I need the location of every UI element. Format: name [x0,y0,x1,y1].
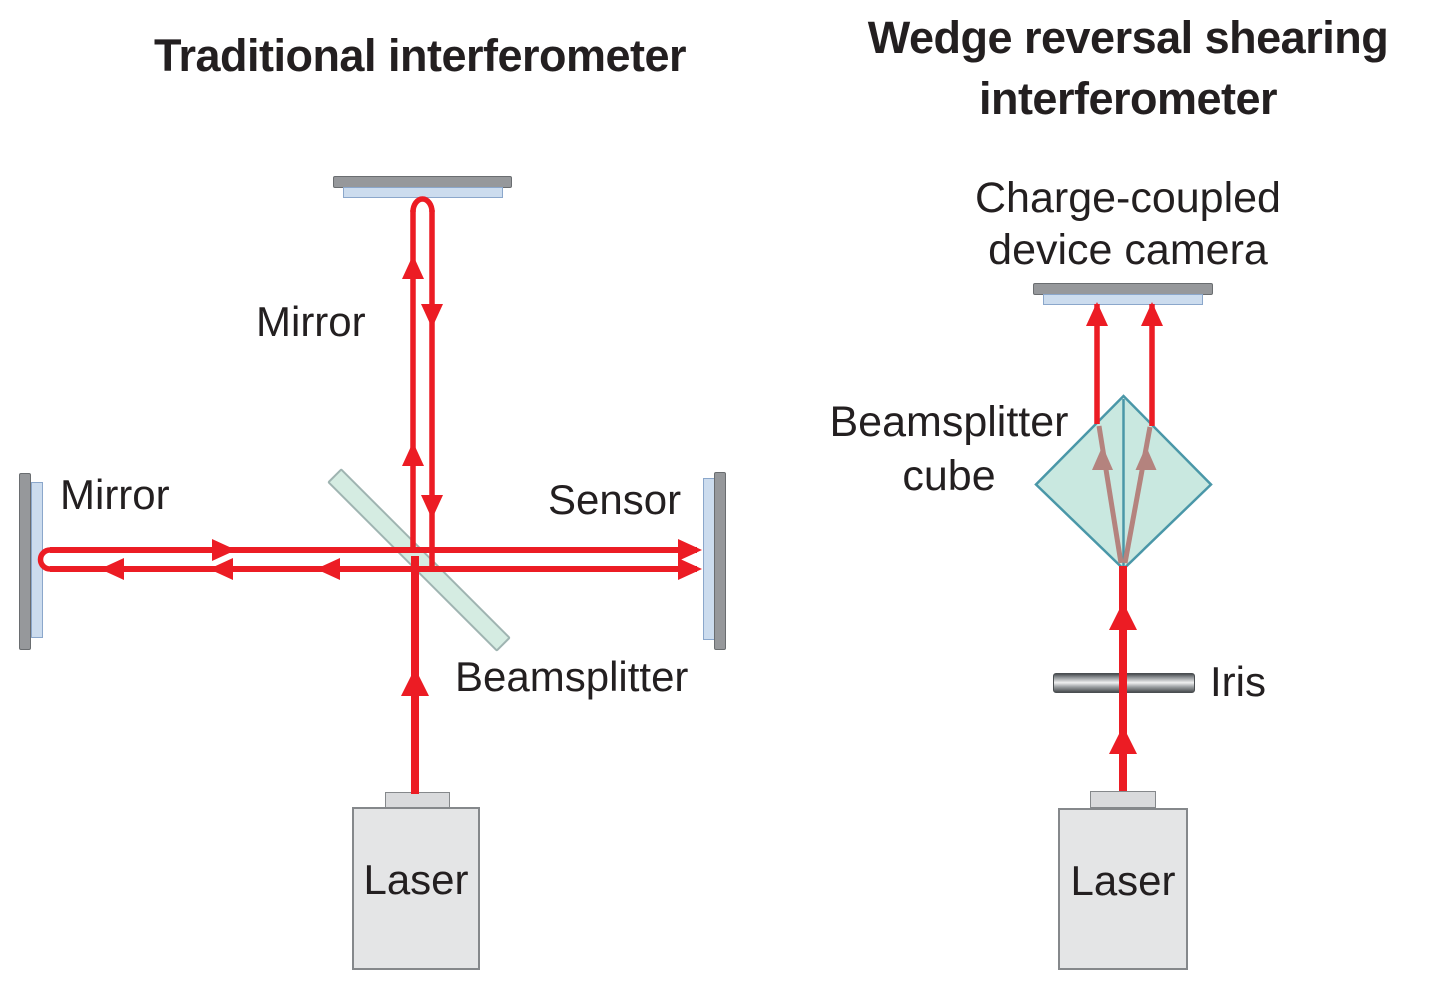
ccd-camera-label: Charge-coupled device camera [975,174,1281,275]
left-diagram-title: Traditional interferometer [153,30,687,81]
up-arrowhead [401,668,429,696]
right-arrowhead [678,558,702,580]
top-mirror-label: Mirror [256,298,366,345]
top-mirror-uturn-beam [410,196,435,213]
sheared-beam-right [1122,426,1153,564]
up-arrowhead-muted [1135,446,1157,470]
left-arrowhead [316,558,340,580]
top-mirror-glass [343,187,503,198]
up-arrowhead [1109,726,1137,754]
left-arrowhead [100,558,124,580]
left-laser-label: Laser [363,856,469,904]
ccd-camera-glass [1043,294,1203,305]
down-arrowhead [421,495,443,519]
right-arrowhead [678,539,702,561]
right-laser-box: Laser [1058,808,1188,970]
up-arrowhead [1141,302,1163,326]
beamsplitter-plate [327,468,511,652]
right-laser-label: Laser [1070,856,1176,904]
sheared-beam-left [1096,425,1124,564]
up-arrowhead [402,255,424,279]
iris-label: Iris [1210,658,1266,705]
down-arrowhead [421,304,443,328]
iris-aperture [1053,673,1195,693]
right-laser-aperture [1090,791,1156,808]
up-arrowhead [1109,602,1137,630]
up-arrowhead [1086,302,1108,326]
beamsplitter-label: Beamsplitter [455,653,689,700]
left-arrowhead [209,558,233,580]
left-mirror-backing [19,473,31,650]
left-mirror-glass [31,482,43,638]
left-mirror-label: Mirror [60,471,170,518]
right-beam-paths [1086,302,1163,791]
sensor-backing [714,472,726,650]
left-laser-box: Laser [352,807,480,970]
beamsplitter-cube-label: Beamsplitter cube [829,398,1069,501]
up-arrowhead [402,442,424,466]
right-diagram-title: Wedge reversal shearing interferometer [867,12,1389,124]
right-arrowhead [212,539,236,561]
sensor-label: Sensor [548,476,682,523]
left-laser-aperture [385,792,450,808]
